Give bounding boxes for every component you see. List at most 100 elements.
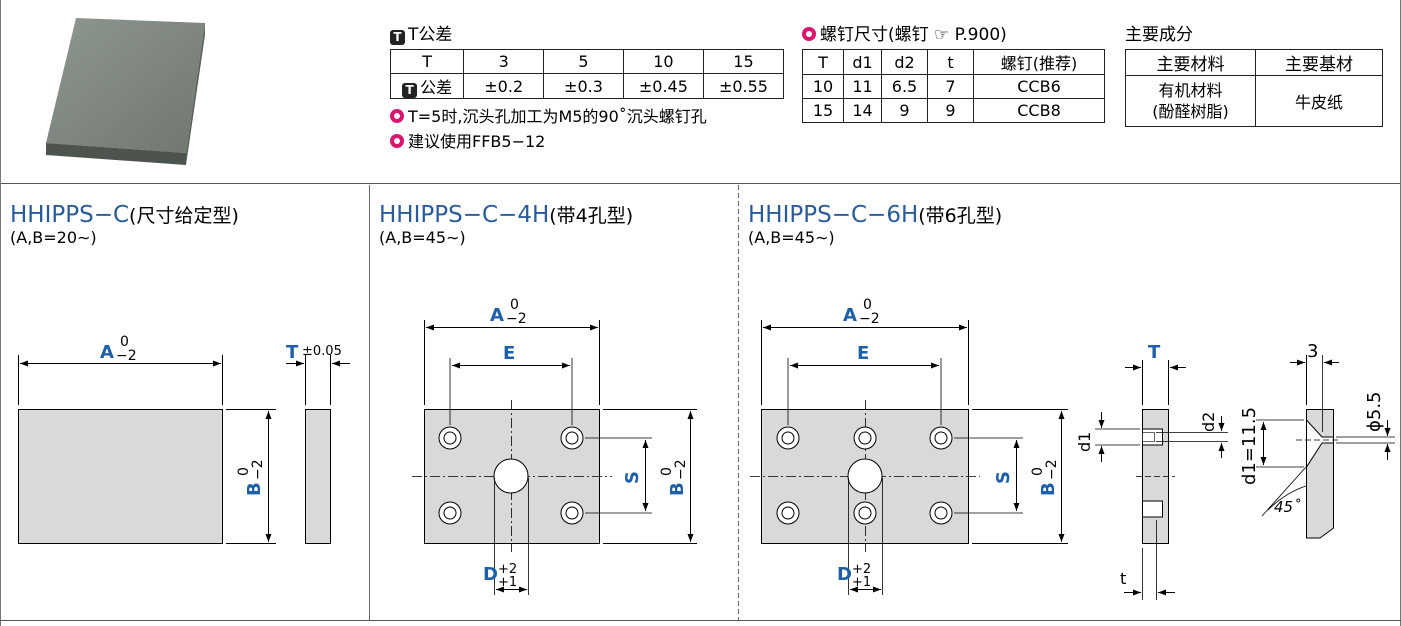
table-cell: ±0.45 (622, 73, 704, 99)
model-code: HHIPPS−C−4H (379, 202, 550, 228)
drawing-c4h: A 0 −2 E S B 0 −2 D +2 +1 (412, 297, 697, 595)
drawing-c: A 0 −2 B 0 −2 T ±0.05 (18, 334, 350, 544)
dim-d-label: D (483, 564, 498, 585)
screw-size-table: T d1 d2 t 螺钉(推荐) 10 11 6.5 7 CCB6 15 14 … (802, 49, 1105, 123)
size-range: (A,B=45∼) (379, 228, 466, 247)
t-icon: T (402, 83, 418, 98)
plate-front (18, 409, 223, 544)
section-title-c: HHIPPS−C(尺寸给定型) (A,B=20∼) (10, 201, 239, 247)
model-desc: (带6孔型) (918, 205, 1003, 227)
model-desc: (尺寸给定型) (129, 205, 239, 227)
dim-b-label: B (667, 482, 688, 496)
tol-upper: 0 (120, 334, 129, 350)
dim-t-small-label: t (1120, 569, 1126, 588)
tol-lower: −2 (250, 459, 266, 480)
dim-t-label: T (286, 342, 299, 363)
table-row: 15 14 9 9 CCB8 (802, 98, 1105, 123)
insulation-plate-image (46, 18, 205, 165)
table-cell: CCB8 (973, 98, 1105, 123)
composition-block: 主要成分 主要材料 主要基材 有机材料 (酚醛树脂) 牛皮纸 (1125, 20, 1383, 127)
table-cell: ±0.2 (463, 73, 545, 99)
side-section-view: T d1 d2 t (1075, 342, 1228, 600)
tol-upper: 0 (510, 297, 519, 313)
dim-s-label: S (993, 471, 1014, 484)
note-pin-icon (390, 109, 404, 123)
composition-table: 主要材料 主要基材 有机材料 (酚醛树脂) 牛皮纸 (1125, 49, 1383, 127)
tol-lower: −2 (859, 311, 880, 327)
t-icon: T (390, 30, 405, 45)
countersink-detail: 3 ϕ5.5 d1=11.5 45˚ (1239, 341, 1395, 539)
table-header-row: 主要材料 主要基材 (1125, 49, 1383, 76)
product-photo (40, 15, 215, 175)
table-cell: 5 (543, 49, 624, 74)
tol-upper: 0 (1030, 467, 1046, 476)
table-cell: 牛皮纸 (1255, 75, 1383, 127)
tol-lower: +1 (852, 575, 871, 590)
dim-t-label: T (1148, 342, 1161, 363)
tol-upper: 0 (236, 467, 252, 476)
table-header-row: T d1 d2 t 螺钉(推荐) (802, 49, 1105, 75)
tol-lower: −2 (506, 311, 527, 327)
screw-size-title: 螺钉尺寸(螺钉 ☞ P.900) (820, 25, 1007, 45)
size-range: (A,B=20∼) (10, 228, 97, 247)
dim-b-label: B (244, 482, 265, 496)
dim-3-label: 3 (1307, 341, 1318, 362)
table-cell: t (927, 49, 974, 75)
dim-d1-label: d1 (1075, 432, 1094, 452)
note-line: T=5时,沉头孔加工为M5的90˚沉头螺钉孔 (390, 103, 784, 127)
dim-a-label: A (843, 305, 857, 326)
model-code: HHIPPS−C−6H (748, 202, 919, 228)
tol-lower: −2 (1044, 459, 1060, 480)
dim-d-label: D (837, 564, 852, 585)
dim-b-label: B (1038, 482, 1059, 496)
tol-upper: 0 (659, 467, 675, 476)
section-title-c6h: HHIPPS−C−6H(带6孔型) (A,B=45∼) (748, 201, 1002, 247)
tol-lower: −2 (673, 459, 689, 480)
t-tolerance-label: ±0.05 (302, 344, 342, 359)
table-cell: 9 (881, 98, 928, 123)
table-cell: 10 (622, 49, 704, 74)
dim-d2-label: d2 (1199, 412, 1218, 432)
drawing-c6h: A 0 −2 E S B 0 −2 D +2 +1 (750, 297, 1395, 600)
note-pin-icon (390, 134, 404, 148)
table-cell: 有机材料 (酚醛树脂) (1125, 75, 1256, 127)
table-cell: 6.5 (881, 74, 928, 99)
table-cell: 3 (463, 49, 545, 74)
dim-a-label: A (100, 342, 114, 363)
model-code: HHIPPS−C (10, 202, 130, 228)
dim-a-label: A (490, 305, 504, 326)
section-title-c4h: HHIPPS−C−4H(带4孔型) (A,B=45∼) (379, 201, 633, 247)
table-cell: ±0.3 (543, 73, 624, 99)
table-cell: 主要基材 (1255, 49, 1383, 76)
table-cell: ±0.55 (702, 73, 785, 99)
table-row: 10 11 6.5 7 CCB6 (802, 74, 1105, 99)
dim-s-label: S (622, 471, 643, 484)
angle-label: 45˚ (1274, 498, 1301, 516)
dim-d1-value-label: d1=11.5 (1239, 407, 1260, 485)
screw-size-block: 螺钉尺寸(螺钉 ☞ P.900) T d1 d2 t 螺钉(推荐) 10 11 … (802, 20, 1105, 123)
model-desc: (带4孔型) (549, 205, 634, 227)
tol-upper: +2 (498, 562, 517, 577)
table-cell: 螺钉(推荐) (973, 49, 1105, 75)
plate-side (305, 409, 331, 544)
t-tolerance-title: T公差 (408, 25, 453, 45)
note-line: 建议使用FFB5−12 (390, 128, 784, 152)
table-cell: CCB6 (973, 74, 1105, 99)
table-cell: 14 (843, 98, 882, 123)
table-row: 有机材料 (酚醛树脂) 牛皮纸 (1125, 75, 1383, 127)
tol-lower: +1 (498, 575, 517, 590)
dim-e-label: E (503, 343, 515, 364)
screw-size-heading: 螺钉尺寸(螺钉 ☞ P.900) (802, 20, 1105, 45)
table-cell: 15 (702, 49, 785, 74)
table-cell: 15 (802, 98, 844, 123)
tol-lower: −2 (116, 348, 137, 364)
screw-pin-icon (802, 27, 816, 41)
dim-phi-label: ϕ5.5 (1364, 392, 1385, 433)
tol-upper: 0 (863, 297, 872, 313)
